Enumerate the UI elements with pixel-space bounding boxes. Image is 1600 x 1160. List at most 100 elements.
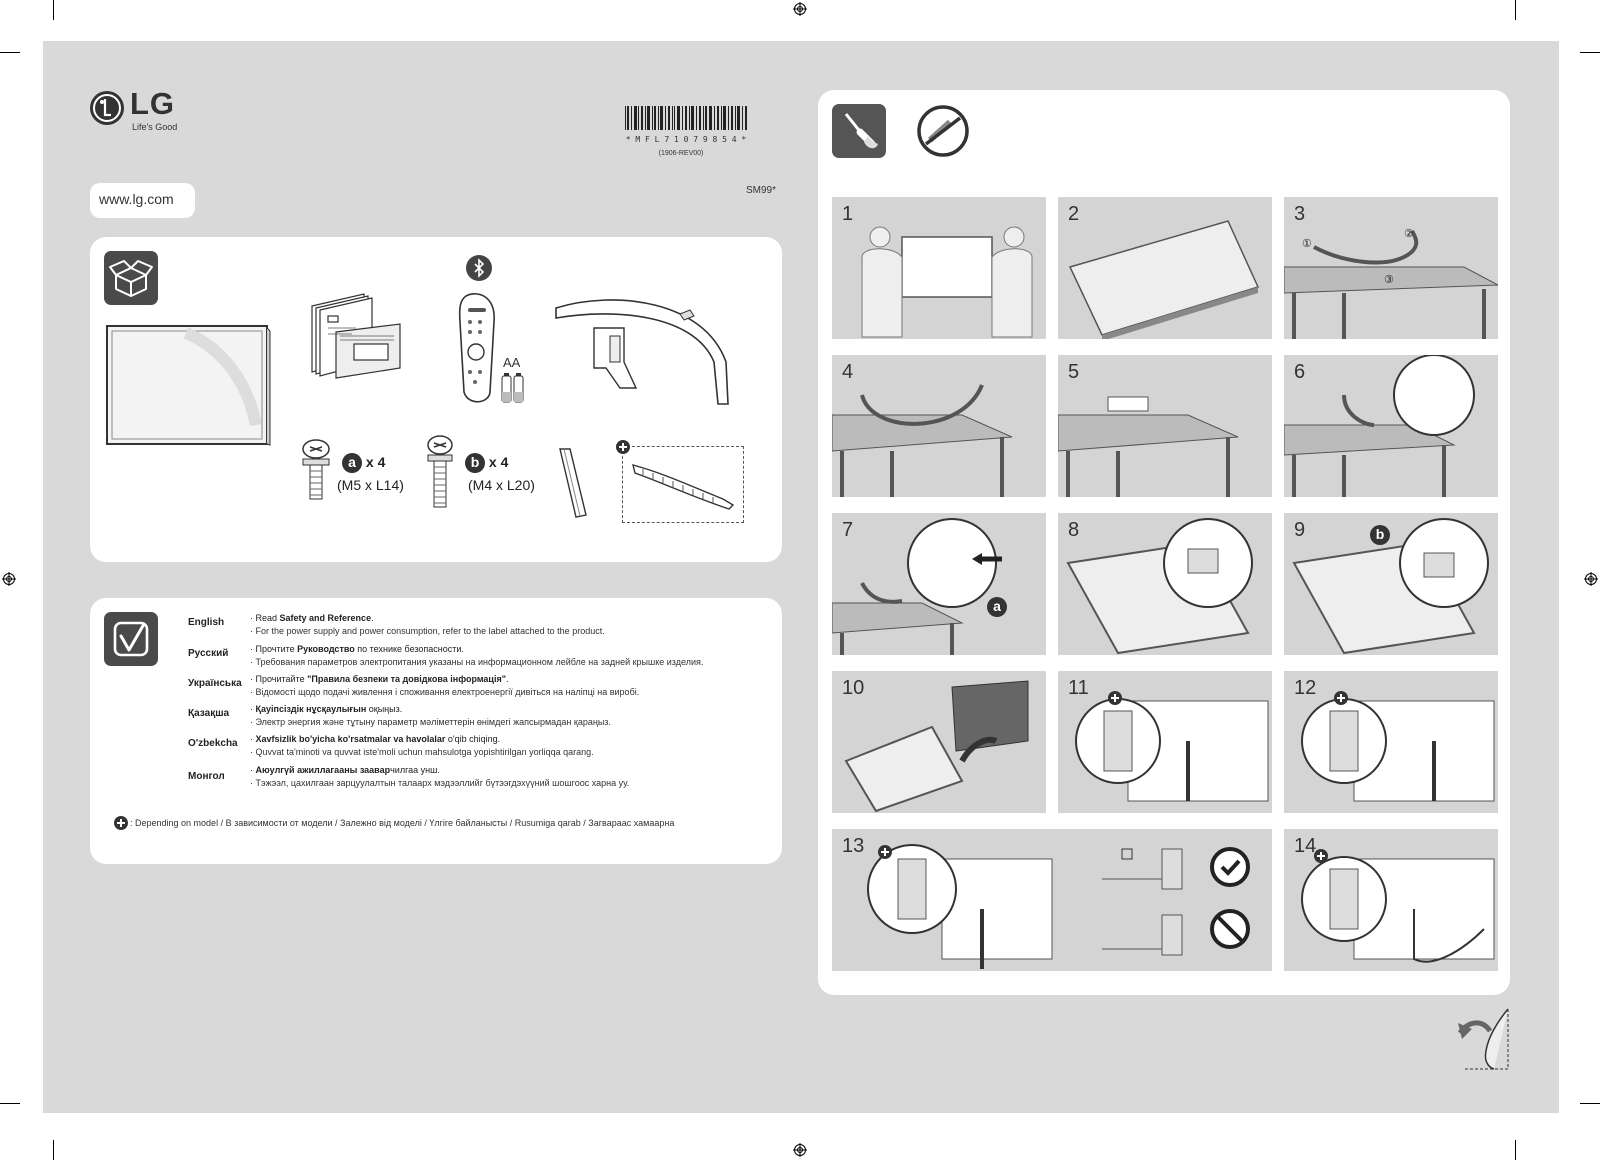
language-name: Қазақша [188,708,230,719]
crop-mark [53,0,54,20]
assembly-step-3-illustration [1284,230,1498,339]
read-manual-check-icon [104,612,158,666]
page-turn-icon [1458,1008,1509,1070]
language-line2: · Требования параметров электропитания у… [250,657,704,667]
depending-on-model-icon [114,816,128,830]
assembly-step-13: 13 [832,829,1272,971]
depending-on-model-icon [616,440,630,454]
assembly-step-7-illustration [832,518,1002,655]
assembly-step-1: 1 [832,197,1046,339]
screw-a-illustration [302,439,330,500]
screw-b-quantity: b x 4 [465,453,508,473]
stand-base-illustration [555,299,729,405]
crop-mark [0,52,20,53]
language-name: O'zbekcha [188,738,238,749]
revision-code: (1906-REV00) [658,150,704,157]
lg-emblem-icon [90,91,124,125]
owners-manual-illustration [311,293,401,379]
crop-mark [1515,0,1516,20]
screw-a-badge: a [342,453,362,473]
depending-on-model-icon [1108,691,1122,705]
assembly-step-9-illustration [1292,518,1489,655]
assembly-step-4-illustration [832,384,1013,497]
assembly-step-10: 10 [832,671,1046,813]
assembly-step-14-illustration [1301,856,1495,963]
assembly-step-6-illustration [1284,355,1475,497]
screw-b-badge: b [1370,525,1390,545]
registration-mark-icon [1584,572,1598,586]
depending-on-model-icon [1334,691,1348,705]
assembly-step-5-illustration [1058,396,1239,497]
crop-mark [1515,1140,1516,1160]
step-number: 1 [842,203,854,225]
screw-b-badge: b [465,453,485,473]
screw-a-quantity: a x 4 [342,453,385,473]
screw-b-qty: x 4 [488,454,509,470]
assembly-step-12-illustration [1301,698,1495,802]
registration-mark-icon [793,2,807,16]
language-line1: · Аюулгүй ажиллагааны зааварчилгаа унш. [250,765,440,775]
cable-cover-illustration [559,448,587,518]
step-number: 7 [842,519,854,541]
step-number: 12 [1294,677,1317,699]
optional-cable-management-box [622,446,744,523]
language-line2: · Відомості щодо подачі живлення і спожи… [250,687,640,697]
assembly-step-1-illustration [861,226,1033,338]
screw-a-size: (M5 x L14) [337,477,404,493]
screw-a-qty: x 4 [365,454,386,470]
step-number: 2 [1068,203,1080,225]
depending-on-model-icon [1314,849,1328,863]
barcode-bars [625,106,747,130]
language-line1: · Read Safety and Reference. [250,613,374,623]
step-number: 13 [842,835,865,857]
step3-callout: ③ [1384,274,1394,286]
language-name: English [188,617,225,628]
assembly-step-6: 6 [1284,355,1498,497]
battery-icon [501,373,524,403]
registration-mark-icon [2,572,16,586]
lg-tagline: Life's Good [132,122,178,132]
step-number: 10 [842,677,865,699]
box-contents-icon [104,251,158,305]
assembly-step-5: 5 [1058,355,1272,497]
assembly-step-12: 12 [1284,671,1498,813]
model-number: SM99* [746,185,777,196]
crop-mark [1580,1103,1600,1104]
step-number: 3 [1294,203,1306,225]
assembly-step-4: 4 [832,355,1046,497]
crop-mark [1580,52,1600,53]
crop-mark [53,1140,54,1160]
language-name: Монгол [188,771,225,782]
website-badge: www.lg.com [90,183,195,218]
language-line1: · Прочтите Руководство по технике безопа… [250,644,464,654]
step-number: 8 [1068,519,1080,541]
battery-label: AA [503,355,521,370]
no-electric-screwdriver-icon [917,105,969,157]
barcode-number: * M F L 7 1 0 7 9 8 5 4 * [625,135,747,144]
language-line1: · Xavfsizlik bo'yicha ko'rsatmalar va ha… [250,734,501,744]
language-line1: · Қауіпсіздік нұсқаулығын оқыңыз. [250,704,403,714]
assembly-step-10-illustration [844,680,1029,813]
screw-a-badge: a [987,597,1007,617]
safety-info-panel: English · Read Safety and Reference. · F… [90,598,782,864]
assembly-step-2-illustration [1068,220,1260,339]
assembly-step-11-illustration [1075,698,1269,802]
language-line2: · For the power supply and power consump… [250,626,605,636]
step-number: 11 [1068,677,1089,699]
barcode: * M F L 7 1 0 7 9 8 5 4 * (1906-REV00) [625,106,747,157]
tv-illustration [106,325,271,446]
assembly-step-8-illustration [1066,518,1253,655]
assembly-step-8: 8 [1058,513,1272,655]
crop-mark [0,1103,20,1104]
screwdriver-tool-icon [832,104,886,158]
step3-callout: ② [1404,228,1414,240]
step-number: 9 [1294,519,1306,541]
language-line2: · Тэжээл, цахилгаан зарцуулалтын талаарх… [250,778,630,788]
website-url[interactable]: www.lg.com [99,191,174,207]
screw-b-illustration [427,435,453,508]
step-number: 4 [842,361,854,383]
registration-mark-icon [793,1143,807,1157]
